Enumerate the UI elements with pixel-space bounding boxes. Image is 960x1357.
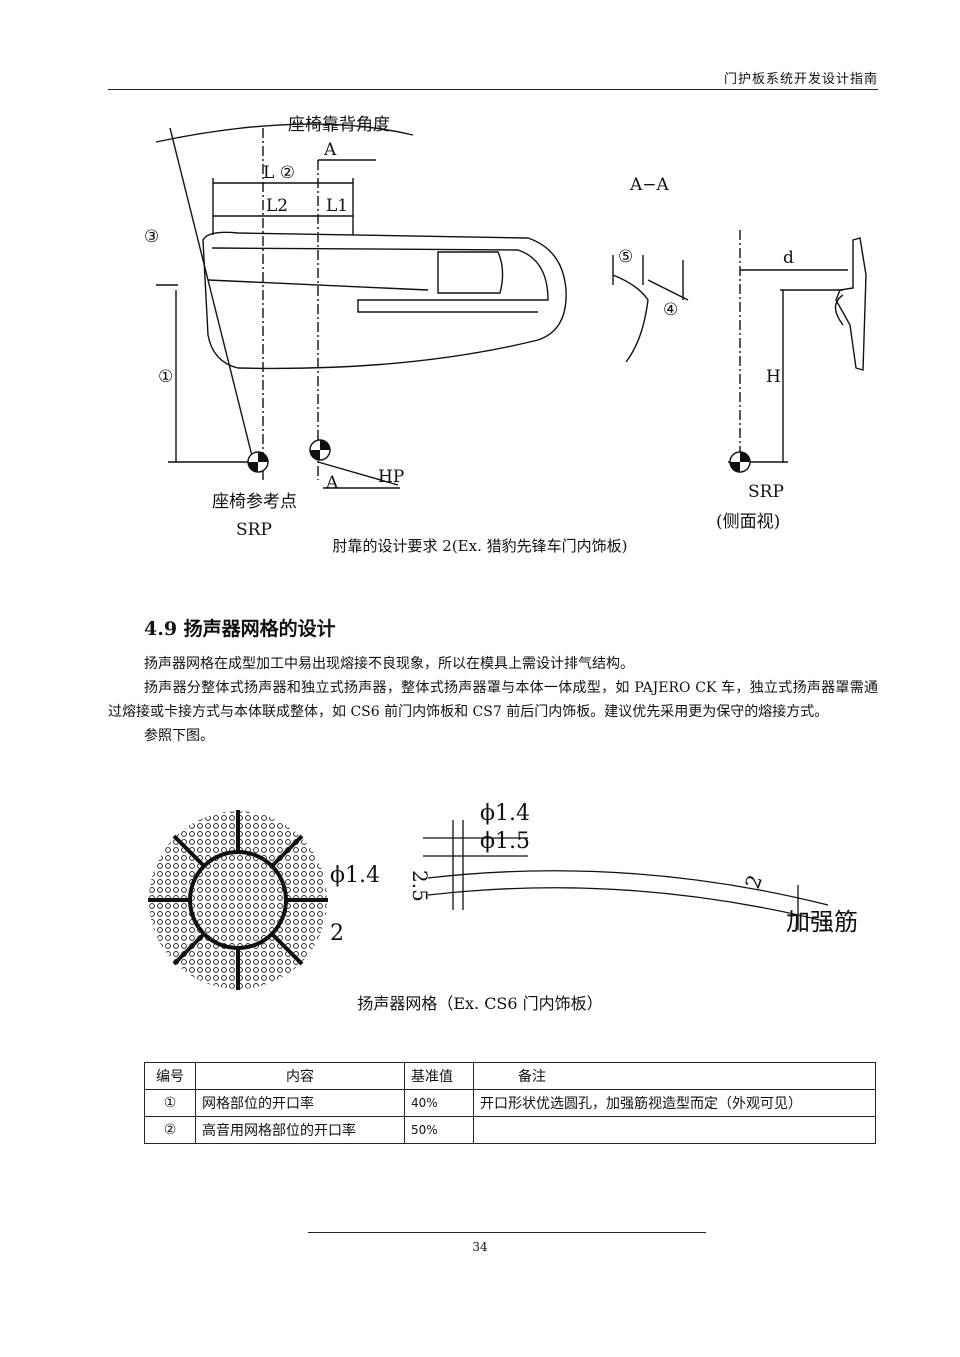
paragraph: 参照下图。 [144,728,214,744]
rib-height-label: 2 [740,872,767,892]
srp-side-label: SRP [748,482,784,502]
dim-l2-label: L2 [266,196,288,216]
dim-d-label: d [783,248,794,268]
table-header-row: 编号 内容 基准值 备注 [144,1062,876,1090]
paragraph: 扬声器分整体式扬声器和独立式扬声器，整体式扬声器罩与本体一体成型，如 PAJER… [108,680,878,720]
table-cell: 40% [404,1089,474,1117]
table-header-cell: 基准值 [404,1062,474,1090]
figure1-caption: 肘靠的设计要求 2(Ex. 猎豹先锋车门内饰板) [332,537,628,555]
section-title: 4.9 扬声器网格的设计 [144,618,336,640]
table-cell: 50% [404,1116,474,1144]
hp-label: HP [378,467,404,487]
thickness-label: 2.5 [408,870,432,902]
dim-l1-label: L1 [326,196,348,216]
rib-label: 加强筋 [786,908,858,936]
table-row: ② 高音用网格部位的开口率 50% [144,1116,876,1144]
seat-back-angle-label: 座椅靠背角度 [288,115,390,135]
dim-h-label: H [766,367,781,387]
table-row: ① 网格部位的开口率 40% 开口形状优选圆孔，加强筋视造型而定（外观可见） [144,1089,876,1117]
table-cell: ① [144,1089,196,1117]
circle-1-label: ① [158,367,173,387]
table-cell [473,1116,876,1144]
section-aa-label: A−A [629,175,670,195]
table-header-cell: 编号 [144,1062,196,1090]
srp-label: SRP [236,520,272,540]
spec-table: 编号 内容 基准值 备注 ① 网格部位的开口率 40% 开口形状优选圆孔，加强筋… [144,1062,876,1144]
seat-ref-point-label: 座椅参考点 [212,492,297,512]
table-cell: ② [144,1116,196,1144]
side-view-label: (侧面视) [716,512,780,532]
section-a-top-label: A [323,140,337,160]
section-body: 扬声器网格在成型加工中易出现熔接不良现象，所以在模具上需设计排气结构。 扬声器分… [108,652,878,748]
dim-l-label: L ② [263,163,295,183]
header-divider [108,89,878,90]
hole-diameter-15-label: ϕ1.5 [480,829,530,854]
figure2-caption: 扬声器网格（Ex. CS6 门内饰板） [357,994,603,1013]
hole-diameter-label: ϕ1.4 [330,863,380,888]
armrest-drawing: 座椅靠背角度 L ② L2 L1 A A HP ③ ① 座椅参考点 SRP A−… [144,115,867,540]
header-title: 门护板系统开发设计指南 [723,72,878,87]
page-number: 34 [472,1240,488,1254]
table-cell: 开口形状优选圆孔，加强筋视造型而定（外观可见） [473,1089,876,1117]
table-header-cell: 备注 [473,1062,876,1090]
paragraph: 扬声器网格在成型加工中易出现熔接不良现象，所以在模具上需设计排气结构。 [144,656,634,672]
table-cell: 网格部位的开口率 [195,1089,405,1117]
speaker-grille-drawing: ϕ1.4 2 ϕ1.4 ϕ1.5 2.5 2 加强筋 [147,801,858,990]
section-a-bottom-label: A [325,473,339,493]
circle-4-label: ④ [663,300,678,320]
circle-5-label: ⑤ [618,247,633,267]
hole-diameter-14-label: ϕ1.4 [480,801,530,826]
circle-3-label: ③ [144,227,159,247]
table-cell: 高音用网格部位的开口率 [195,1116,405,1144]
footer-divider [308,1232,706,1233]
rib-width-label: 2 [330,921,344,946]
table-header-cell: 内容 [195,1062,405,1090]
